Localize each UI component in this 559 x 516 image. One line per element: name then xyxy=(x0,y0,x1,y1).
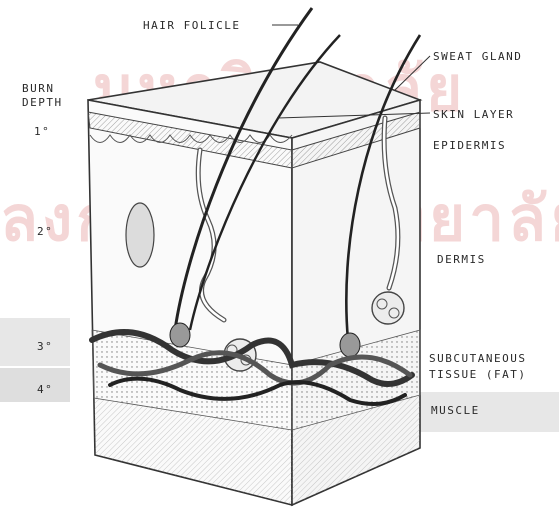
label-subcutaneous-line2: TISSUE (FAT) xyxy=(429,368,526,381)
burn-degree-2: 2° xyxy=(37,225,53,238)
label-burn-depth-line1: BURN xyxy=(22,82,55,95)
label-skin-layer: SKIN LAYER xyxy=(433,108,514,121)
burn-degree-1: 1° xyxy=(34,125,50,138)
label-hair-follicle: HAIR FOLICLE xyxy=(143,19,240,32)
label-sweat-gland: SWEAT GLAND xyxy=(433,50,522,63)
hair-bulb-2 xyxy=(340,333,360,357)
label-burn-depth-line2: DEPTH xyxy=(22,96,63,109)
sweat-gland-coil-right xyxy=(372,292,404,324)
hair-bulb-1 xyxy=(170,323,190,347)
leader-sweat-gland xyxy=(395,56,430,90)
label-dermis: DERMIS xyxy=(437,253,486,266)
label-epidermis: EPIDERMIS xyxy=(433,139,506,152)
burn-degree-4: 4° xyxy=(37,383,53,396)
label-muscle: MUSCLE xyxy=(431,404,480,417)
label-subcutaneous-line1: SUBCUTANEOUS xyxy=(429,352,526,365)
sebaceous-gland xyxy=(126,203,154,267)
burn-degree-3: 3° xyxy=(37,340,53,353)
